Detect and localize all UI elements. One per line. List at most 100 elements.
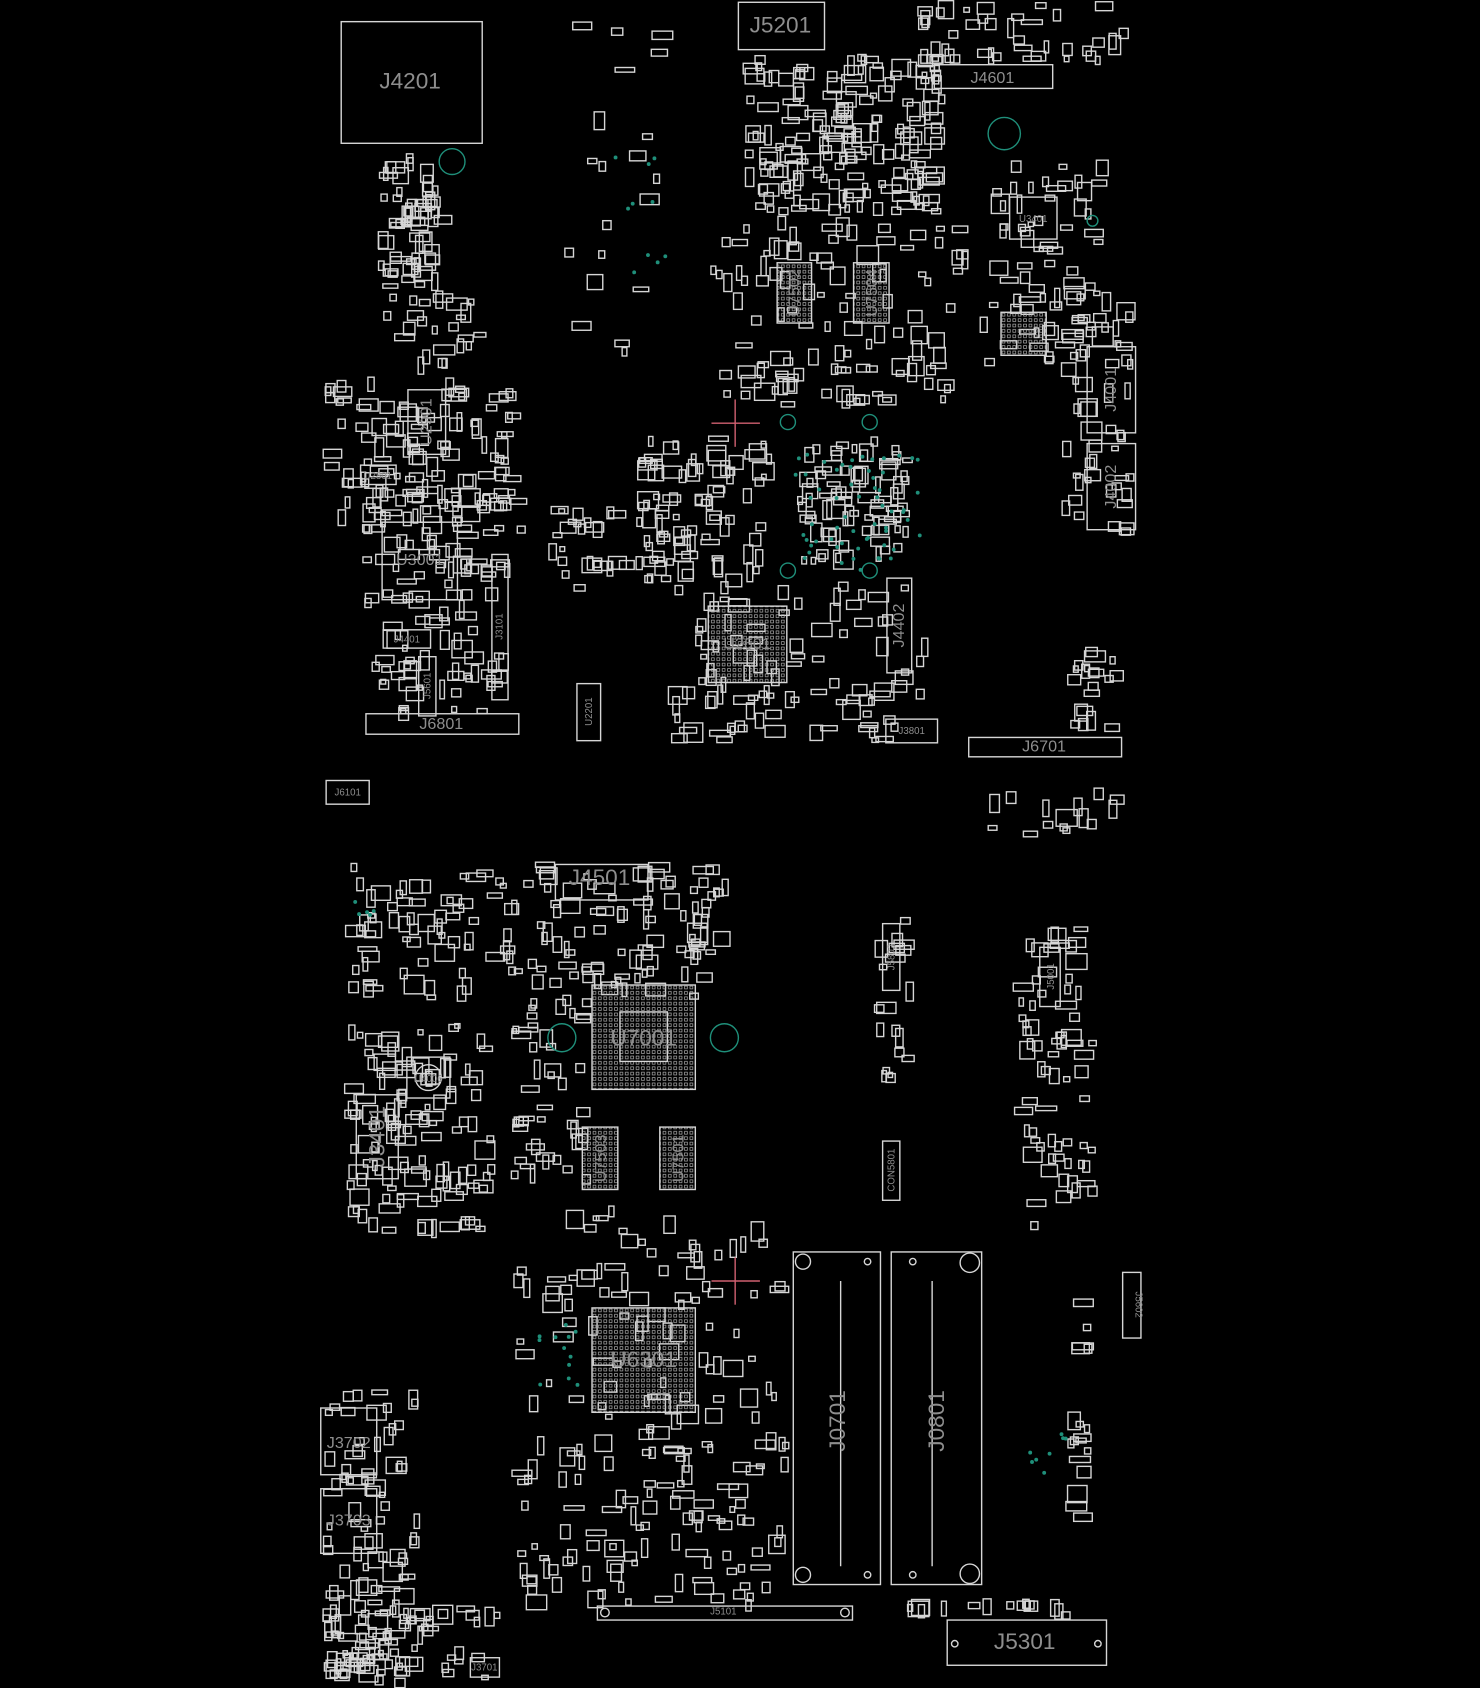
component-label: J3401	[364, 1106, 389, 1168]
component-U3001[interactable]: U3001	[381, 521, 459, 601]
smd-pad	[414, 280, 426, 288]
smd-pad	[1037, 1061, 1046, 1078]
component-J5201[interactable]: J5201	[737, 1, 826, 51]
component-U7502[interactable]: U7502	[776, 262, 813, 324]
smd-pad	[625, 1598, 632, 1606]
smd-pad	[518, 1026, 539, 1033]
component-U2901[interactable]: U2901	[407, 389, 447, 456]
smd-pad	[739, 1388, 759, 1408]
smd-pad	[606, 1559, 624, 1573]
component-J5301[interactable]: J5301	[946, 1619, 1108, 1666]
component-U6301[interactable]: U6301	[591, 1307, 697, 1414]
smd-pad	[672, 513, 680, 521]
component-U7501[interactable]: U7501	[659, 1126, 697, 1191]
smd-pad	[369, 913, 377, 924]
component-J0701[interactable]: J0701	[792, 1251, 882, 1586]
component-J3703[interactable]: J3703	[320, 1488, 378, 1555]
component-J3101[interactable]: J3101	[491, 553, 509, 701]
smd-pad	[1068, 1455, 1092, 1464]
smd-pad	[435, 1175, 448, 1189]
component-J6801[interactable]: J6801	[365, 713, 520, 735]
smd-pad	[374, 437, 385, 458]
component-label: J5201	[750, 12, 812, 37]
component-J5601[interactable]: J5601	[418, 656, 437, 717]
smd-pad	[656, 533, 671, 543]
smd-pad	[596, 906, 615, 917]
smd-pad	[435, 290, 444, 309]
smd-pad	[937, 379, 955, 392]
component-J4401[interactable]: J4401	[382, 629, 432, 649]
via	[573, 1329, 578, 1334]
component-U7001[interactable]: U7001	[591, 984, 697, 1091]
smd-pad	[391, 1599, 400, 1618]
smd-pad	[1078, 808, 1089, 829]
smd-pad	[739, 1582, 751, 1591]
smd-pad	[382, 1561, 404, 1583]
smd-pad	[515, 1349, 535, 1360]
component-J5602[interactable]: J5602	[1121, 1271, 1144, 1339]
smd-pad	[804, 446, 815, 463]
smd-pad	[450, 688, 462, 698]
component-J4501[interactable]: J4501	[554, 863, 649, 901]
smd-pad	[710, 265, 717, 276]
smd-pad	[574, 1473, 582, 1486]
component-J3401[interactable]: J3401	[355, 1094, 399, 1180]
component-label: J5602	[1133, 1292, 1144, 1318]
component-U7504[interactable]: U7504	[852, 262, 890, 324]
component-U3501[interactable]	[1000, 311, 1047, 357]
via	[851, 556, 856, 561]
component-J4001[interactable]: J4001	[1086, 346, 1137, 434]
component-J4402[interactable]: J4402	[886, 577, 913, 674]
smd-pad	[872, 202, 884, 216]
component-J5802[interactable]: J5802	[881, 922, 901, 992]
smd-pad	[924, 101, 931, 121]
smd-pad	[325, 382, 336, 394]
smd-pad	[1072, 665, 1079, 673]
component-J0801[interactable]: J0801	[890, 1251, 983, 1586]
smd-pad	[377, 234, 395, 250]
smd-pad	[348, 1024, 356, 1041]
smd-pad	[755, 202, 766, 210]
component-J6101[interactable]: J6101	[325, 779, 370, 805]
via	[835, 525, 840, 530]
smd-pad	[421, 879, 432, 894]
component-J3701[interactable]: J3701	[469, 1657, 501, 1678]
smd-pad	[1121, 487, 1132, 502]
via	[575, 1382, 580, 1387]
smd-pad	[581, 998, 592, 1008]
smd-pad	[641, 1448, 652, 1457]
smd-pad	[356, 1172, 367, 1187]
smd-pad	[468, 916, 480, 925]
smd-pad	[988, 301, 999, 309]
smd-pad	[389, 293, 398, 302]
component-J3702[interactable]: J3702	[320, 1407, 378, 1476]
component-J4201[interactable]: J4201	[340, 20, 483, 144]
component-U2801[interactable]: U2801	[359, 464, 397, 486]
smd-pad	[586, 1540, 600, 1552]
component-J4002[interactable]: J4002	[1086, 442, 1137, 531]
component-J3801[interactable]: J3801	[885, 718, 939, 744]
smd-pad	[681, 1465, 693, 1485]
component-J5001[interactable]: J5001	[1039, 946, 1061, 1008]
smd-pad	[525, 1594, 548, 1611]
via	[882, 543, 887, 548]
smd-pad	[755, 274, 770, 287]
component-U4006[interactable]: U4006	[406, 1056, 451, 1099]
smd-pad	[681, 686, 696, 700]
smd-pad	[982, 1598, 992, 1616]
component-U2201[interactable]: U2201	[576, 682, 602, 742]
smd-pad	[920, 77, 930, 85]
smd-pad	[545, 1379, 553, 1388]
component-J4601[interactable]: J4601	[933, 64, 1054, 90]
component-CON5801[interactable]: CON5801	[881, 1140, 901, 1201]
smd-pad	[841, 73, 863, 82]
component-U2601[interactable]: U2601	[707, 605, 788, 684]
component-J6701[interactable]: J6701	[968, 736, 1123, 758]
component-J5101[interactable]: J5101	[596, 1605, 854, 1621]
smd-pad	[550, 899, 561, 909]
component-U3401[interactable]: U3401	[1008, 196, 1058, 240]
smd-pad	[722, 1359, 744, 1378]
via	[632, 270, 637, 275]
component-U7503[interactable]: U7503	[581, 1126, 619, 1191]
